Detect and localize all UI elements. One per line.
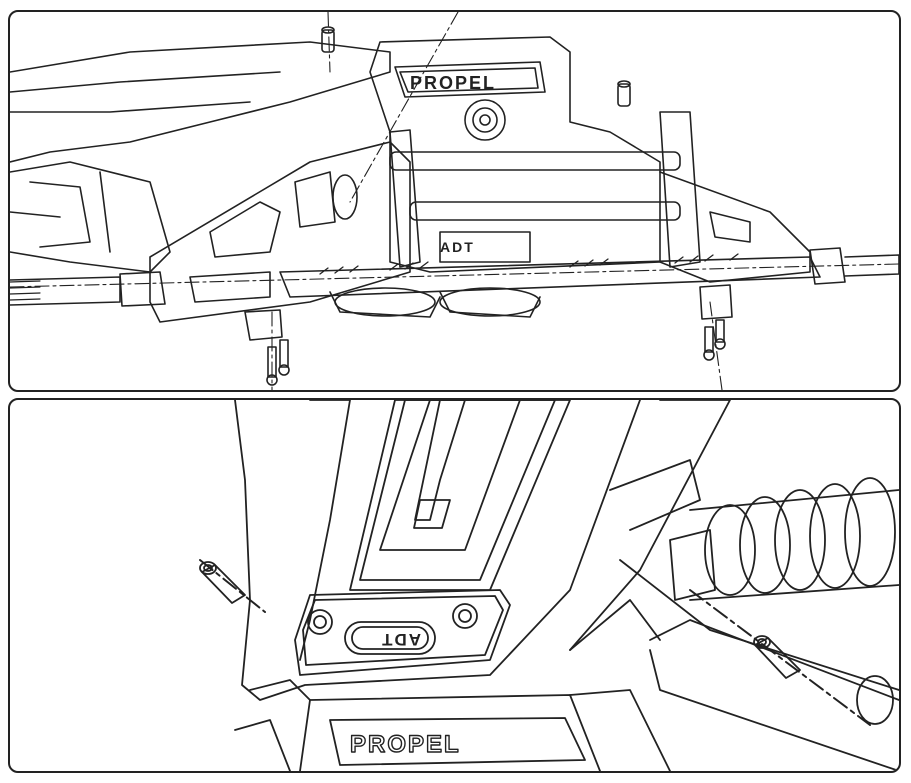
- cross-arm: [149, 141, 821, 323]
- left-body-frame: [10, 41, 391, 273]
- propel-logo-top: PROPEL: [410, 73, 496, 93]
- plate-screw-holes: [307, 603, 478, 655]
- standoffs: [321, 26, 631, 107]
- mount-brackets: [244, 284, 733, 341]
- housing-outline: [234, 400, 731, 701]
- tube-cage: [389, 111, 701, 268]
- motor-cylinders: [329, 287, 541, 318]
- shock-spring: [609, 459, 899, 601]
- axle-shaft: [10, 247, 899, 307]
- center-housing: [369, 36, 661, 273]
- detail-view-bottom: ADT PROPEL: [8, 398, 901, 773]
- assembly-view-top: PROPEL ADT: [8, 10, 901, 392]
- propel-logo-bottom: PROPEL: [350, 731, 461, 758]
- slot-row: [319, 253, 739, 275]
- adt-logo-bottom: ADT: [380, 630, 421, 649]
- detail-center-lines: [199, 559, 871, 726]
- lower-block: [234, 679, 671, 771]
- standoff-left: [199, 561, 246, 604]
- assembly-drawing-top: PROPEL ADT: [10, 12, 899, 390]
- screws-bottom: [266, 319, 726, 386]
- arm-linkage: [569, 559, 899, 771]
- detail-drawing-bottom: ADT PROPEL: [199, 400, 899, 771]
- raised-plate: [294, 400, 571, 676]
- center-lines: [10, 12, 899, 390]
- adt-logo-top: ADT: [440, 239, 475, 255]
